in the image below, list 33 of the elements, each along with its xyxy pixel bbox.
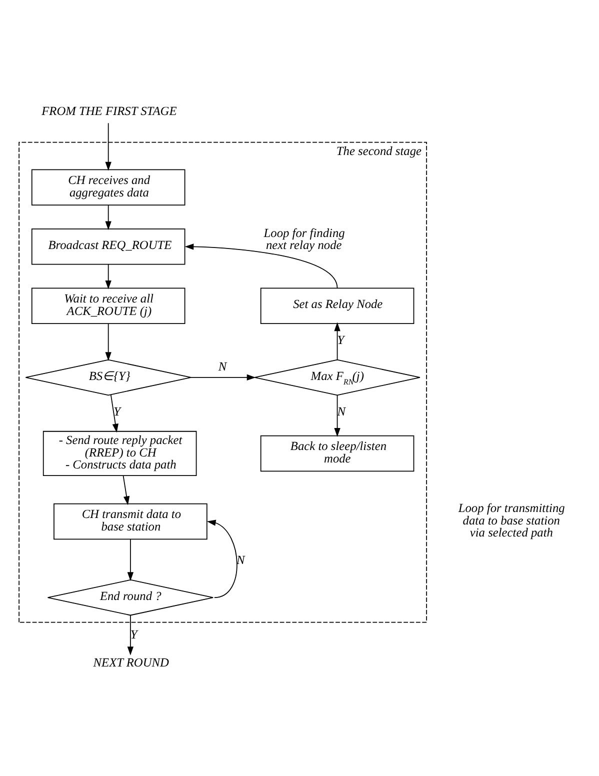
arrow	[184, 243, 338, 288]
arrow	[110, 394, 118, 432]
node-box: Back to sleep/listen mode	[260, 434, 414, 472]
node-box: - Send route reply packet (RREP) to CH - Constructs data path	[42, 430, 197, 476]
node-box: Broadcast REQ_ROUTE	[31, 228, 186, 264]
node-diamond: Max F$_{RN}$(j)	[254, 358, 420, 396]
label: Loop for transmitting data to base station via selected path	[458, 500, 565, 540]
arrow	[105, 204, 112, 230]
edge-label: N	[236, 552, 245, 567]
node-box: CH transmit data to base station	[54, 502, 208, 540]
node-box: Set as Relay Node	[260, 287, 414, 324]
arrow	[127, 614, 134, 655]
arrow	[105, 264, 112, 289]
edge-label: Y	[114, 404, 121, 418]
node-text: NEXT ROUND	[93, 655, 169, 670]
edge-label: Y	[337, 332, 344, 347]
node-diamond: End round ?	[47, 578, 214, 616]
edge-label: Loop for finding next relay node	[264, 225, 345, 252]
node-diamond: BS∈{Y}	[25, 358, 192, 396]
arrow	[105, 122, 112, 170]
arrow	[334, 394, 340, 436]
edge-label: N	[337, 404, 346, 418]
arrow	[127, 538, 134, 580]
arrow	[190, 374, 256, 380]
node-text: FROM THE FIRST STAGE	[42, 104, 177, 118]
arrow	[206, 519, 238, 598]
edge-label: Y	[130, 626, 138, 641]
arrow	[105, 322, 112, 360]
node-box: Wait to receive all ACK_ROUTE (j)	[31, 287, 186, 324]
arrow	[122, 474, 130, 505]
node-box: CH receives and aggregates data	[31, 168, 186, 206]
edge-label: N	[218, 359, 227, 374]
arrow	[334, 322, 340, 360]
